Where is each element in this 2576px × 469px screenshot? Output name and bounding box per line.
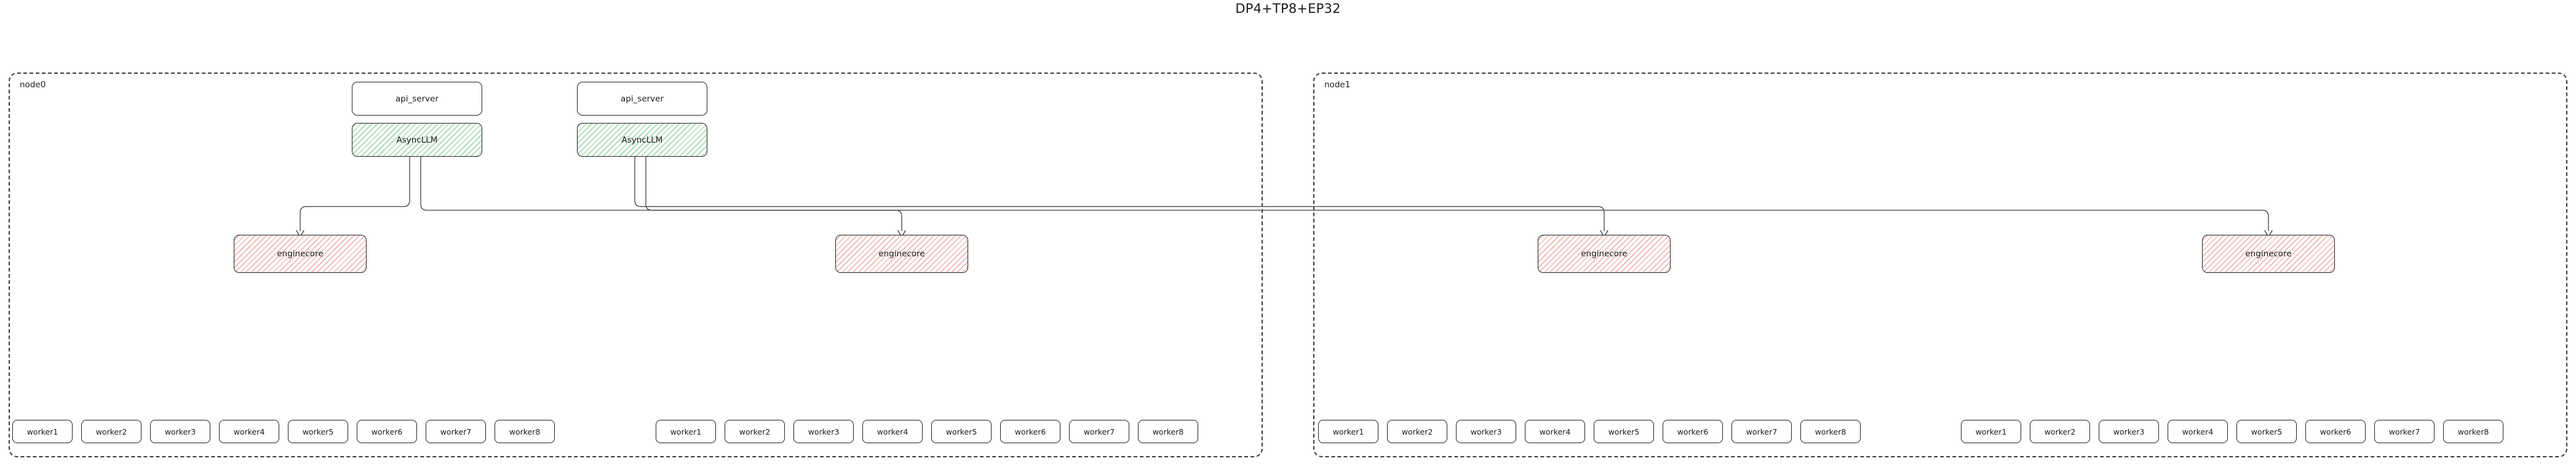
worker-box-label: worker7 (1083, 427, 1115, 436)
api-server-box[interactable]: api_server (577, 82, 707, 116)
worker-box-label: worker4 (2182, 427, 2214, 436)
node-cluster-node1: node1 (1313, 73, 2567, 457)
asyncllm-box-label: AsyncLLM (396, 135, 438, 145)
worker-box[interactable]: worker2 (1387, 420, 1447, 443)
api-server-box[interactable]: api_server (352, 82, 482, 116)
worker-box-label: worker1 (26, 427, 58, 436)
worker-box-label: worker7 (2388, 427, 2420, 436)
worker-box-label: worker4 (1539, 427, 1571, 436)
enginecore-box[interactable]: enginecore (2202, 235, 2335, 273)
worker-box[interactable]: worker3 (150, 420, 210, 443)
worker-box[interactable]: worker1 (656, 420, 716, 443)
worker-box[interactable]: worker6 (1000, 420, 1060, 443)
node-cluster-label-node1: node1 (1324, 80, 1351, 90)
worker-box-label: worker6 (1677, 427, 1709, 436)
worker-box[interactable]: worker6 (357, 420, 417, 443)
api-server-box-label: api_server (620, 93, 664, 104)
worker-box-label: worker5 (2251, 427, 2283, 436)
worker-box-label: worker5 (302, 427, 334, 436)
node-cluster-label-node0: node0 (20, 80, 46, 90)
worker-box-label: worker6 (2320, 427, 2351, 436)
enginecore-box-label: enginecore (878, 249, 925, 259)
worker-box-label: worker8 (1152, 427, 1184, 436)
worker-box[interactable]: worker7 (426, 420, 486, 443)
worker-box[interactable]: worker7 (1069, 420, 1129, 443)
worker-box-label: worker4 (877, 427, 908, 436)
worker-box[interactable]: worker7 (1731, 420, 1792, 443)
worker-box[interactable]: worker8 (1800, 420, 1861, 443)
worker-box-label: worker3 (1470, 427, 1502, 436)
worker-box-label: worker5 (1608, 427, 1640, 436)
asyncllm-box[interactable]: AsyncLLM (352, 123, 482, 157)
worker-box-label: worker8 (2457, 427, 2489, 436)
worker-box-label: worker6 (371, 427, 403, 436)
worker-box[interactable]: worker2 (725, 420, 785, 443)
worker-box[interactable]: worker1 (1318, 420, 1378, 443)
worker-box[interactable]: worker1 (1961, 420, 2021, 443)
worker-box-label: worker3 (2113, 427, 2145, 436)
worker-box[interactable]: worker2 (81, 420, 141, 443)
worker-box[interactable]: worker8 (2443, 420, 2503, 443)
page-title: DP4+TP8+EP32 (1235, 1, 1341, 16)
worker-box[interactable]: worker3 (793, 420, 854, 443)
enginecore-box-label: enginecore (277, 249, 324, 259)
worker-box-label: worker7 (440, 427, 472, 436)
worker-box-label: worker8 (1815, 427, 1847, 436)
worker-box-label: worker1 (1332, 427, 1364, 436)
worker-box-label: worker5 (945, 427, 977, 436)
worker-box-label: worker7 (1746, 427, 1778, 436)
asyncllm-box-label: AsyncLLM (621, 135, 663, 145)
worker-box[interactable]: worker1 (12, 420, 73, 443)
worker-box[interactable]: worker4 (2168, 420, 2228, 443)
worker-box[interactable]: worker5 (2236, 420, 2297, 443)
worker-box-label: worker6 (1014, 427, 1046, 436)
worker-box-label: worker2 (739, 427, 771, 436)
worker-box-label: worker2 (2044, 427, 2076, 436)
api-server-box-label: api_server (395, 93, 439, 104)
worker-box-label: worker8 (509, 427, 541, 436)
worker-box-label: worker1 (1975, 427, 2007, 436)
enginecore-box-label: enginecore (1581, 249, 1628, 259)
node-cluster-node0: node0 (9, 73, 1263, 457)
worker-box-label: worker4 (233, 427, 265, 436)
worker-box-label: worker2 (95, 427, 127, 436)
worker-box-label: worker1 (670, 427, 702, 436)
worker-box[interactable]: worker3 (1456, 420, 1516, 443)
worker-box-label: worker2 (1401, 427, 1433, 436)
worker-box[interactable]: worker7 (2374, 420, 2435, 443)
worker-box[interactable]: worker4 (1525, 420, 1585, 443)
worker-box[interactable]: worker5 (931, 420, 992, 443)
worker-box[interactable]: worker4 (219, 420, 279, 443)
worker-box[interactable]: worker3 (2099, 420, 2159, 443)
worker-box[interactable]: worker6 (1663, 420, 1723, 443)
worker-box[interactable]: worker8 (1138, 420, 1198, 443)
enginecore-box[interactable]: enginecore (234, 235, 367, 273)
asyncllm-box[interactable]: AsyncLLM (577, 123, 707, 157)
worker-box[interactable]: worker8 (495, 420, 555, 443)
worker-box[interactable]: worker2 (2030, 420, 2090, 443)
worker-box[interactable]: worker5 (1594, 420, 1654, 443)
worker-box[interactable]: worker5 (288, 420, 348, 443)
enginecore-box[interactable]: enginecore (1538, 235, 1671, 273)
enginecore-box-label: enginecore (2245, 249, 2292, 259)
worker-box-label: worker3 (164, 427, 196, 436)
worker-box[interactable]: worker6 (2305, 420, 2366, 443)
worker-box[interactable]: worker4 (862, 420, 923, 443)
enginecore-box[interactable]: enginecore (835, 235, 968, 273)
worker-box-label: worker3 (808, 427, 840, 436)
